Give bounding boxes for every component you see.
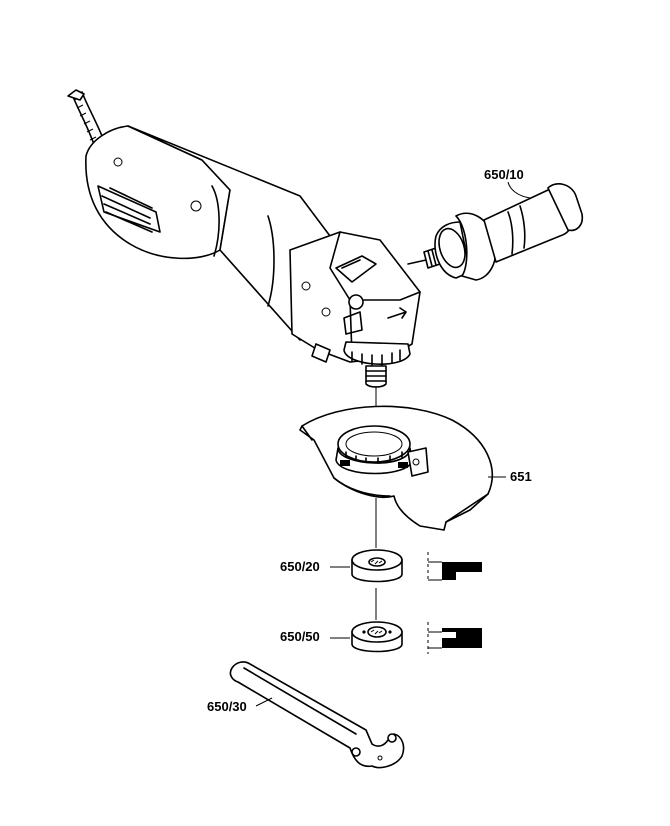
- angle-grinder-body: [67, 89, 421, 388]
- side-handle: [407, 183, 584, 281]
- label-side-handle: 650/10: [484, 167, 524, 182]
- wrench-pin-right: [387, 733, 397, 743]
- guard-clamp-collar: [337, 425, 411, 463]
- leader-wrench: [255, 697, 273, 707]
- nut-profile-icon: [427, 622, 482, 654]
- spindle-lock-button: [335, 255, 377, 283]
- spindle: [343, 341, 411, 388]
- label-flange: 650/20: [280, 559, 320, 574]
- label-nut: 650/50: [280, 629, 320, 644]
- wrench-pin-left: [351, 747, 361, 757]
- motor-vents: [97, 185, 161, 233]
- label-wrench: 650/30: [207, 699, 247, 714]
- motor-housing: [127, 125, 331, 341]
- wheel-guard: [299, 405, 493, 531]
- flange-profile-icon: [427, 552, 482, 582]
- rotation-arrow-icon: [387, 307, 407, 319]
- handle-end-cap: [547, 183, 584, 232]
- cord-end: [67, 89, 85, 101]
- handle-guard-disk: [455, 212, 497, 281]
- leader-side-handle: [507, 181, 531, 199]
- pin-wrench: [229, 661, 405, 769]
- clamping-nut: [351, 621, 403, 653]
- label-guard: 651: [510, 469, 532, 484]
- rear-housing: [85, 125, 231, 260]
- flange: [351, 549, 403, 583]
